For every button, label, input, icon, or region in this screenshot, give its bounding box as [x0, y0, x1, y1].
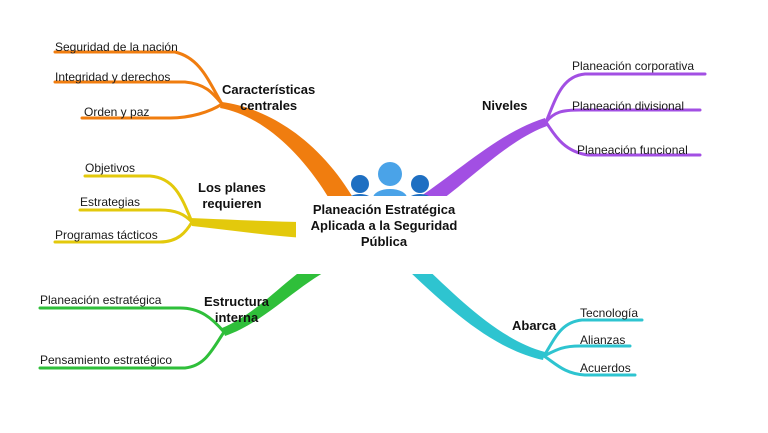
subtopic-objetivos: Objetivos — [85, 161, 136, 175]
subtopic-orden-paz: Orden y paz — [84, 105, 150, 119]
subtopic-seguridad-nacion: Seguridad de la nación — [55, 40, 178, 54]
twig-funcional — [544, 120, 702, 157]
subtopic-planeacion-funcional: Planeación funcional — [577, 143, 688, 157]
branch-estructura — [38, 256, 345, 370]
main-topic-planes: Los planes requieren — [198, 180, 266, 212]
branch-planes — [53, 174, 305, 244]
main-topic-line: Niveles — [482, 98, 528, 113]
main-topic-niveles: Niveles — [482, 98, 528, 114]
twig-acuerdos — [542, 354, 637, 377]
main-topic-line: Características — [222, 82, 316, 97]
twig-pensamiento — [38, 330, 226, 370]
twig-orden — [80, 102, 224, 120]
subtopic-integridad: Integridad y derechos — [55, 70, 171, 84]
subtopic-programas-tacticos: Programas tácticos — [55, 228, 158, 242]
branch-trunk-caracteristicas — [220, 102, 352, 200]
subtopic-planeacion-corporativa: Planeación corporativa — [572, 59, 695, 73]
branch-niveles — [418, 72, 707, 204]
main-topic-line: Los planes — [198, 180, 266, 195]
twig-divisional — [544, 108, 702, 124]
main-topic-line: Abarca — [512, 318, 557, 333]
main-topic-line: centrales — [240, 98, 298, 113]
subtopic-planeacion-estrategica: Planeación estratégica — [40, 293, 162, 307]
subtopic-acuerdos: Acuerdos — [580, 361, 631, 375]
twig-alianzas — [542, 344, 632, 358]
main-topic-line: interna — [214, 310, 259, 325]
branch-trunk-planes — [190, 218, 305, 238]
central-topic-line-3: Pública — [360, 234, 408, 249]
subtopic-alianzas: Alianzas — [580, 333, 626, 347]
central-topic-line-1: Planeación Estratégica — [312, 202, 456, 217]
branch-trunk-abarca — [410, 262, 545, 360]
twig-seguridad — [53, 50, 224, 106]
twig-integridad — [53, 80, 224, 106]
main-topic-line: Estructura — [204, 294, 270, 309]
twig-planeacion-estrategica — [38, 306, 226, 334]
subtopic-planeacion-divisional: Planeación divisional — [572, 99, 685, 113]
main-topic-line: requieren — [202, 196, 262, 211]
subtopic-tecnologia: Tecnología — [580, 306, 639, 320]
main-topic-caracteristicas: Características centrales — [222, 82, 315, 114]
twig-tecnologia — [542, 318, 644, 358]
branch-trunk-niveles — [418, 118, 547, 204]
branch-abarca — [410, 262, 644, 377]
central-topic: Planeación Estratégica Aplicada a la Seg… — [292, 202, 476, 250]
subtopic-pensamiento-estrategico: Pensamiento estratégico — [40, 353, 173, 367]
main-topic-abarca: Abarca — [512, 318, 556, 334]
subtopic-estrategias: Estrategias — [80, 195, 141, 209]
branch-caracteristicas — [53, 50, 352, 200]
twig-programas — [53, 220, 194, 244]
main-topic-estructura: Estructura interna — [204, 294, 269, 326]
twig-estrategias — [78, 208, 194, 224]
twig-corporativa — [544, 72, 707, 124]
central-node-background — [296, 196, 472, 274]
twig-objetivos — [83, 174, 194, 224]
central-topic-line-2: Aplicada a la Seguridad — [310, 218, 458, 233]
branch-trunk-estructura — [222, 256, 345, 336]
